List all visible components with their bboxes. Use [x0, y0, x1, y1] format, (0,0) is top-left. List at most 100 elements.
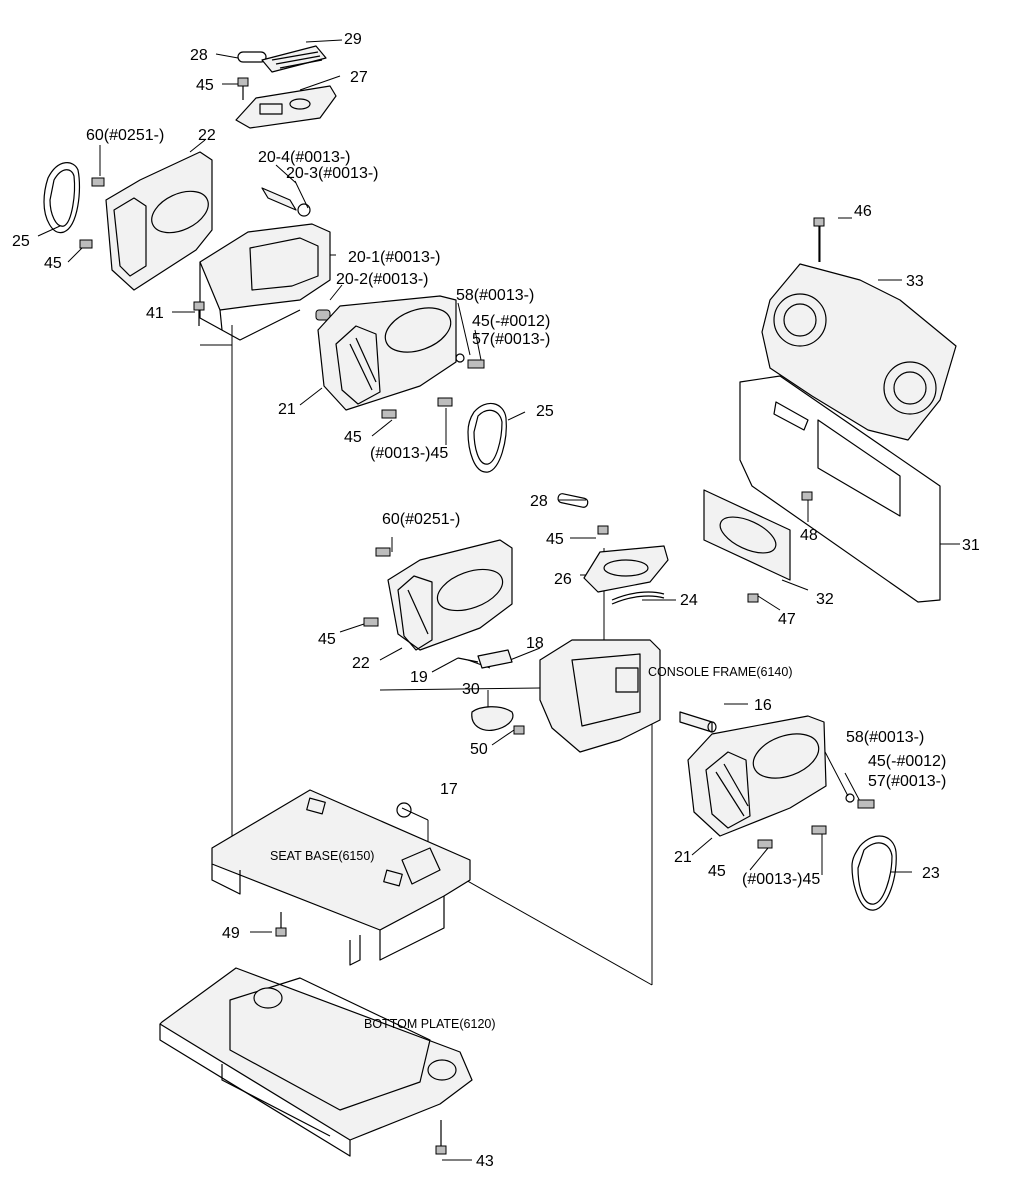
part-45-bolt-f — [597, 525, 609, 535]
center-console — [457, 493, 717, 753]
part-57-bolt-a — [467, 359, 485, 369]
part-25-gasket-b — [467, 402, 507, 473]
part-47-bolt — [747, 593, 759, 603]
part-41-bolt — [193, 301, 205, 311]
part-20-2-pin — [315, 309, 331, 321]
part-18-cylinder — [477, 649, 513, 669]
label-50: 50 — [470, 741, 488, 758]
label-31: 31 — [962, 537, 980, 554]
label-bottom-plate: BOTTOM PLATE(6120) — [364, 1017, 496, 1031]
right-console-lower — [687, 715, 897, 911]
part-16-pin — [679, 711, 713, 733]
label-45c: 45(-#0012) — [472, 313, 550, 330]
label-25b: 25 — [536, 403, 554, 420]
part-31-back-panel — [739, 375, 941, 603]
part-48-bolt — [801, 491, 813, 501]
label-57b: 57(#0013-) — [868, 773, 946, 790]
label-41: 41 — [146, 305, 164, 322]
part-20-1-bracket — [199, 223, 331, 311]
part-23-gasket — [851, 835, 897, 911]
rear-cover-group — [703, 217, 957, 603]
label-19: 19 — [410, 669, 428, 686]
label-48: 48 — [800, 527, 818, 544]
label-45a: 45 — [196, 77, 214, 94]
part-32-frame — [703, 489, 791, 581]
label-33: 33 — [906, 273, 924, 290]
label-22a: 22 — [198, 127, 216, 144]
part-45-bolt-a — [237, 77, 249, 87]
part-24-strip — [611, 591, 665, 601]
label-58b: 58(#0013-) — [846, 729, 924, 746]
bottom-plate-body — [159, 967, 473, 1141]
part-26-cover — [583, 545, 669, 593]
label-21a: 21 — [278, 401, 296, 418]
label-45e: (#0013-)45 — [370, 445, 448, 462]
part-17-ring — [396, 802, 412, 818]
label-49: 49 — [222, 925, 240, 942]
part-43-bolt — [435, 1145, 447, 1155]
label-16: 16 — [754, 697, 772, 714]
label-28a: 28 — [190, 47, 208, 64]
part-45-bolt-b — [79, 239, 93, 249]
label-17: 17 — [440, 781, 458, 798]
label-45j: (#0013-)45 — [742, 871, 820, 888]
left-console-upper — [43, 45, 337, 341]
part-29-grille — [261, 45, 327, 73]
label-18: 18 — [526, 635, 544, 652]
label-26: 26 — [554, 571, 572, 588]
label-45d: 45 — [344, 429, 362, 446]
label-27: 27 — [350, 69, 368, 86]
label-28b: 28 — [530, 493, 548, 510]
label-console-frame: CONSOLE FRAME(6140) — [648, 665, 792, 679]
part-28-pad-b — [557, 493, 589, 508]
label-24: 24 — [680, 592, 698, 609]
part-57-bolt-b — [857, 799, 875, 809]
label-20-3: 20-3(#0013-) — [286, 165, 379, 182]
part-46-bolt — [813, 217, 825, 227]
label-47: 47 — [778, 611, 796, 628]
label-29: 29 — [344, 31, 362, 48]
label-23: 23 — [922, 865, 940, 882]
part-20-3-washer — [297, 203, 311, 217]
label-20-4: 20-4(#0013-) — [258, 149, 351, 166]
part-60-bolt-a — [91, 177, 105, 187]
part-21-side-panel-b — [687, 715, 827, 837]
label-30: 30 — [462, 681, 480, 698]
part-60-bolt-b — [375, 547, 391, 557]
part-20-4-rod — [261, 187, 297, 211]
console-frame-body — [539, 639, 661, 753]
part-labels: 28 29 45 27 60(#0251-) 22 20-4(#0013-) 2… — [12, 31, 980, 1170]
label-45b: 45 — [44, 255, 62, 272]
label-57a: 57(#0013-) — [472, 331, 550, 348]
part-19-pin — [457, 657, 479, 663]
part-21-side-panel-a — [317, 295, 457, 411]
label-seat-base: SEAT BASE(6150) — [270, 849, 374, 863]
label-20-2: 20-2(#0013-) — [336, 271, 429, 288]
label-45i: 45 — [708, 863, 726, 880]
label-45h: 45(-#0012) — [868, 753, 946, 770]
label-25a: 25 — [12, 233, 30, 250]
part-45-bolt-d — [437, 397, 453, 407]
label-60a: 60(#0251-) — [86, 127, 164, 144]
label-43: 43 — [476, 1153, 494, 1170]
part-50-bolt — [513, 725, 525, 735]
part-33-rear-cover — [761, 263, 957, 441]
label-60b: 60(#0251-) — [382, 511, 460, 528]
part-45-bolt-j — [811, 825, 827, 835]
label-58a: 58(#0013-) — [456, 287, 534, 304]
left-console-middle — [317, 295, 507, 473]
label-32: 32 — [816, 591, 834, 608]
label-22b: 22 — [352, 655, 370, 672]
label-45g: 45 — [318, 631, 336, 648]
part-27-cover — [235, 85, 337, 129]
part-28-pad — [237, 51, 267, 63]
label-20-1: 20-1(#0013-) — [348, 249, 441, 266]
part-49-bolt — [275, 927, 287, 937]
part-45-bolt-g — [363, 617, 379, 627]
part-25-gasket-a — [43, 162, 81, 234]
part-30-grip — [471, 706, 514, 731]
part-45-bolt-c — [381, 409, 397, 419]
part-22-side-panel-a — [105, 151, 213, 291]
seat-base — [211, 789, 471, 966]
